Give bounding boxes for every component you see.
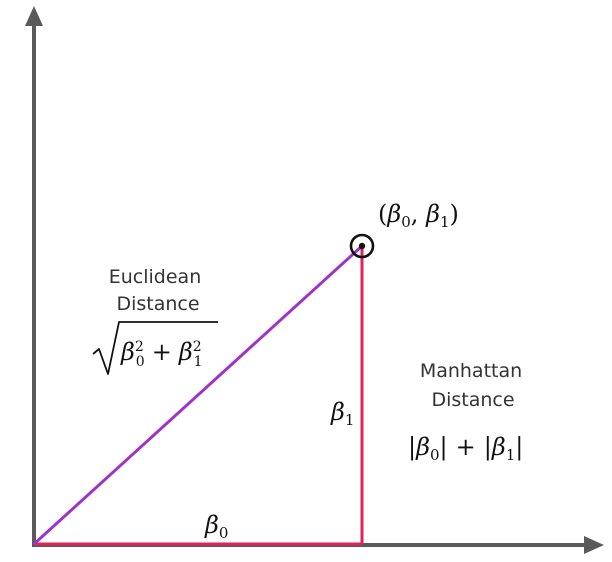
manhattan-title-line2: Distance — [431, 389, 514, 411]
point-label: (β0, β1) — [378, 200, 459, 231]
manhattan-formula-sub0: 0 — [430, 446, 440, 464]
horizontal-leg-beta: β — [204, 511, 219, 539]
euclidean-formula-sup1: 2 — [193, 339, 202, 355]
euclidean-formula-plus: + — [152, 338, 172, 366]
manhattan-formula-plus: + — [456, 433, 476, 461]
euclidean-title-line2: Distance — [116, 293, 199, 315]
manhattan-formula-sub1: 1 — [506, 446, 516, 464]
euclidean-formula-sup0: 2 — [135, 339, 144, 355]
euclidean-line — [32, 244, 364, 546]
horizontal-leg-sub: 0 — [219, 524, 229, 542]
point-ring — [349, 233, 375, 259]
vertical-leg-label: β1 — [330, 398, 354, 429]
euclidean-formula-beta1: β — [178, 338, 193, 366]
manhattan-title-line1: Manhattan — [420, 360, 522, 382]
point-label-beta1: β — [425, 200, 440, 228]
manhattan-formula-bar3: | — [484, 433, 492, 462]
point-dot — [358, 242, 366, 250]
y-axis-arrowhead — [25, 6, 43, 26]
manhattan-formula-beta0: β — [415, 433, 430, 461]
horizontal-leg-label: β0 — [204, 511, 228, 542]
x-axis-arrowhead — [584, 536, 604, 554]
vertical-leg-beta: β — [330, 398, 345, 426]
euclidean-formula-sub1: 1 — [194, 354, 203, 370]
euclidean-formula-beta0: β — [120, 338, 135, 366]
manhattan-formula-bar4: | — [515, 433, 523, 462]
manhattan-label: Manhattan Distance |β0|+|β1| — [408, 360, 523, 464]
manhattan-formula-beta1: β — [491, 433, 506, 461]
point-marker — [349, 233, 375, 259]
manhattan-formula-bar1: | — [408, 433, 416, 462]
point-label-open-paren: ( — [378, 200, 387, 228]
point-label-sub1: 1 — [440, 213, 450, 231]
euclidean-formula-sub0: 0 — [136, 354, 145, 370]
point-label-sub0: 0 — [401, 213, 411, 231]
point-label-close-paren: ) — [449, 200, 458, 228]
point-label-beta0: β — [386, 200, 401, 228]
vertical-leg-sub: 1 — [345, 411, 355, 429]
sqrt-radical-icon — [92, 321, 218, 375]
point-label-comma: , — [411, 200, 426, 228]
manhattan-formula: |β0|+|β1| — [408, 433, 523, 464]
manhattan-formula-bar2: | — [440, 433, 448, 462]
euclidean-title-line1: Euclidean — [109, 266, 202, 288]
